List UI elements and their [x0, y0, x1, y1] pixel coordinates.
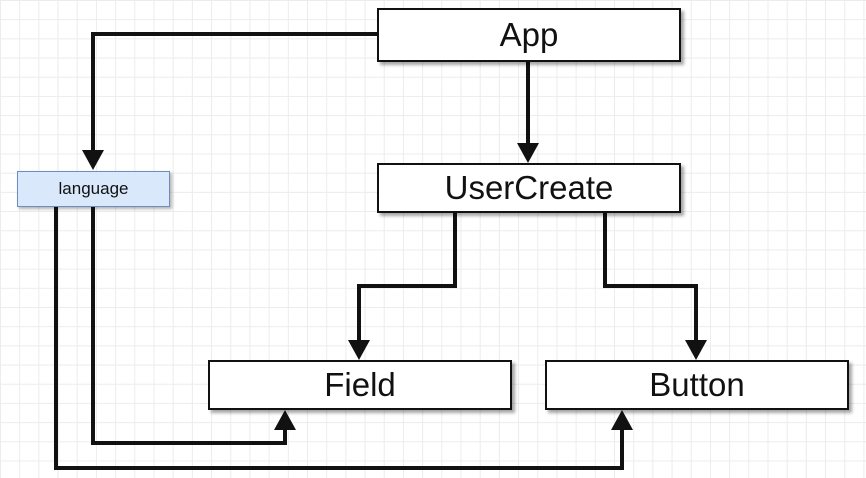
node-language-label: language — [58, 179, 129, 198]
node-button-label: Button — [649, 366, 745, 403]
node-language: language — [17, 171, 170, 207]
edge-usercreate-to-button — [603, 213, 698, 342]
arrowhead-usercreate — [517, 143, 539, 163]
node-field-label: Field — [324, 366, 396, 403]
arrowhead-button-top — [685, 340, 707, 360]
edge-language-to-button — [54, 207, 624, 470]
edge-app-to-language — [91, 32, 377, 152]
node-app: App — [377, 8, 681, 62]
arrowhead-language — [82, 150, 104, 170]
node-field: Field — [208, 360, 512, 410]
edge-language-to-field — [91, 207, 287, 445]
edge-usercreate-to-field — [357, 213, 457, 342]
node-usercreate: UserCreate — [377, 163, 681, 213]
arrowhead-button-bottom — [611, 410, 633, 430]
node-app-label: App — [499, 16, 559, 53]
node-usercreate-label: UserCreate — [444, 169, 614, 206]
arrowhead-field-bottom — [274, 410, 296, 430]
arrowhead-field-top — [348, 340, 370, 360]
node-button: Button — [545, 360, 849, 410]
